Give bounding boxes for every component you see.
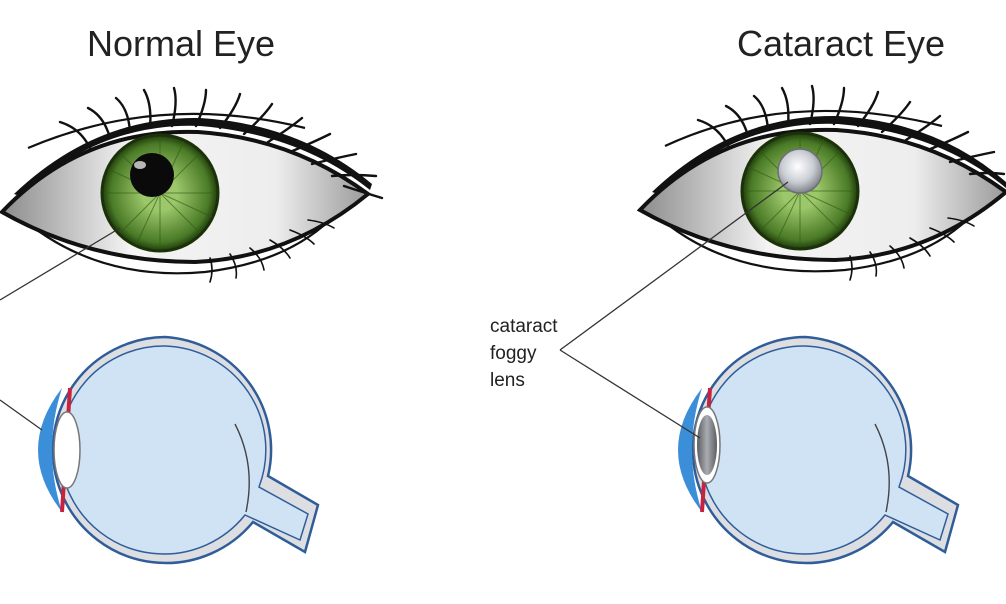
cataract-vitreous bbox=[699, 345, 949, 555]
normal-lens bbox=[53, 411, 81, 489]
normal-brow-line bbox=[27, 112, 306, 150]
normal-upper-lashes bbox=[58, 86, 384, 200]
normal-pupil-highlight bbox=[134, 161, 146, 169]
cataract-external-eye bbox=[636, 84, 1006, 281]
cataract-eyeball-cross-section bbox=[678, 335, 960, 565]
leader-line-to-pupil bbox=[559, 257, 686, 351]
cataract-upper-lashes bbox=[696, 84, 1006, 176]
normal-eyeball-cross-section bbox=[0, 227, 320, 565]
normal-pupil bbox=[130, 153, 174, 197]
normal-upper-lid bbox=[14, 117, 372, 196]
leader-line-pupil-extension bbox=[684, 181, 789, 259]
cataract-label-group: cataract foggy lens bbox=[490, 181, 789, 439]
normal-lower-lashes bbox=[209, 219, 335, 283]
normal-lens-leader-line bbox=[0, 399, 43, 431]
cataract-cornea bbox=[678, 388, 702, 512]
cataract-cloudy-pupil bbox=[777, 148, 823, 194]
normal-lower-lid-crease bbox=[17, 213, 337, 275]
normal-eye-title: Normal Eye bbox=[87, 23, 275, 64]
label-cataract: cataract bbox=[490, 316, 558, 337]
cataract-brow-line bbox=[664, 109, 943, 147]
cataract-foggy-lens bbox=[697, 415, 717, 475]
cataract-eye-title: Cataract Eye bbox=[737, 23, 945, 64]
normal-external-eye bbox=[0, 86, 384, 283]
leader-line-to-lens bbox=[559, 349, 701, 439]
cataract-eye-panel: Cataract Eye bbox=[490, 23, 1006, 565]
label-lens: lens bbox=[490, 370, 525, 391]
cataract-upper-lid bbox=[652, 115, 1006, 194]
normal-retina-line bbox=[234, 423, 250, 513]
normal-eye-leader-line bbox=[0, 227, 121, 301]
label-foggy: foggy bbox=[490, 343, 537, 364]
normal-cornea bbox=[38, 388, 62, 512]
cataract-retina-line bbox=[874, 423, 890, 513]
normal-eye-panel: Normal Eye bbox=[0, 23, 384, 565]
normal-vitreous bbox=[59, 345, 309, 555]
cataract-lower-lashes bbox=[849, 217, 975, 281]
